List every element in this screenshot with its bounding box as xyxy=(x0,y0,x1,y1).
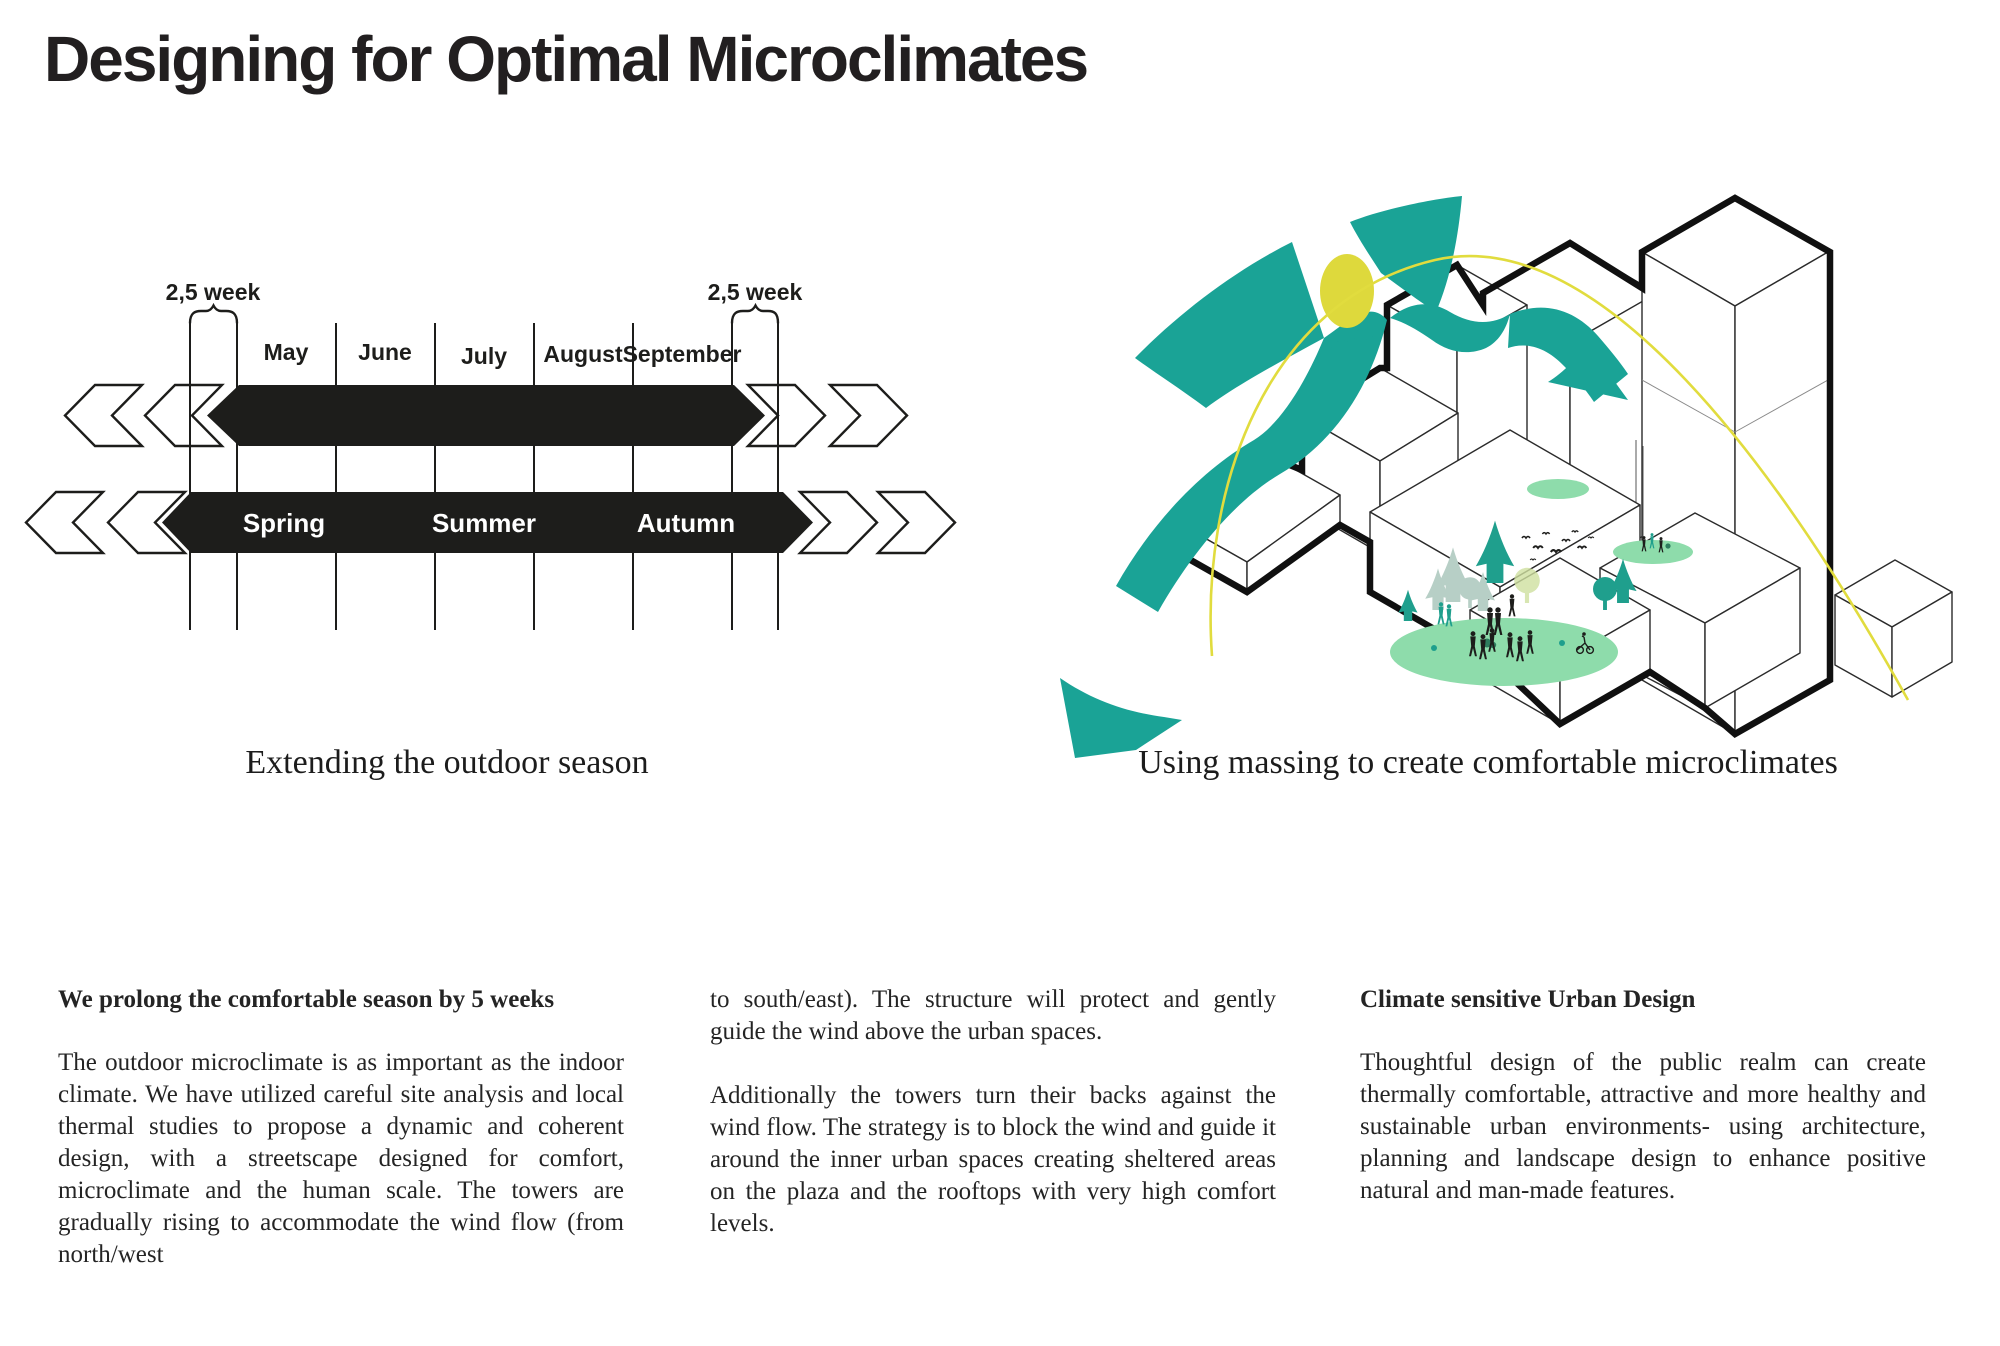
months-band xyxy=(207,385,765,446)
month-label-july: July xyxy=(461,343,507,369)
brace-icon xyxy=(188,302,780,325)
week-label-left: 2,5 week xyxy=(166,279,261,305)
timeline-grid-lines xyxy=(189,323,779,630)
text-column-2: to south/east). The structure will prote… xyxy=(710,984,1276,1240)
chevron-left-icon xyxy=(24,383,225,555)
season-timeline-diagram: 2,5 week 2,5 week May June July August S… xyxy=(24,279,957,630)
cyclist-icon xyxy=(1575,632,1595,655)
column2-paragraph-1: to south/east). The structure will prote… xyxy=(710,986,1276,1045)
month-label-september: September xyxy=(623,341,742,367)
column2-paragraph-2: Additionally the towers turn their backs… xyxy=(710,1082,1276,1237)
seasons-band xyxy=(162,492,813,553)
column3-heading: Climate sensitive Urban Design xyxy=(1360,986,1696,1013)
month-label-august: August xyxy=(543,341,623,367)
sun-icon xyxy=(1320,254,1374,328)
text-column-3: Climate sensitive Urban Design Thoughtfu… xyxy=(1360,984,1926,1207)
timeline-caption: Extending the outdoor season xyxy=(245,744,649,781)
massing-caption: Using massing to create comfortable micr… xyxy=(1138,744,1838,781)
site-boundary-outline xyxy=(1183,194,1834,738)
week-label-right: 2,5 week xyxy=(708,279,803,305)
column1-paragraph: The outdoor microclimate is as important… xyxy=(58,1049,624,1268)
column1-heading: We prolong the comfortable season by 5 w… xyxy=(58,986,555,1013)
timeline-bands xyxy=(162,385,813,553)
column3-paragraph: Thoughtful design of the public realm ca… xyxy=(1360,1049,1926,1204)
sun-path-arc xyxy=(1209,254,1910,701)
season-label-spring: Spring xyxy=(243,508,325,538)
page-title: Designing for Optimal Microclimates xyxy=(44,23,1089,95)
people-icons xyxy=(1437,533,1671,662)
chevron-right-icon xyxy=(745,383,957,555)
green-space-ellipses xyxy=(1390,479,1693,686)
month-label-may: May xyxy=(264,339,309,365)
season-label-summer: Summer xyxy=(432,508,536,538)
building-massing-blocks xyxy=(1186,197,1953,735)
season-label-autumn: Autumn xyxy=(637,508,735,538)
massing-diagram xyxy=(1060,194,1953,758)
text-column-1: We prolong the comfortable season by 5 w… xyxy=(58,984,624,1271)
month-label-june: June xyxy=(358,339,412,365)
wind-arrow-icon xyxy=(1060,196,1628,758)
